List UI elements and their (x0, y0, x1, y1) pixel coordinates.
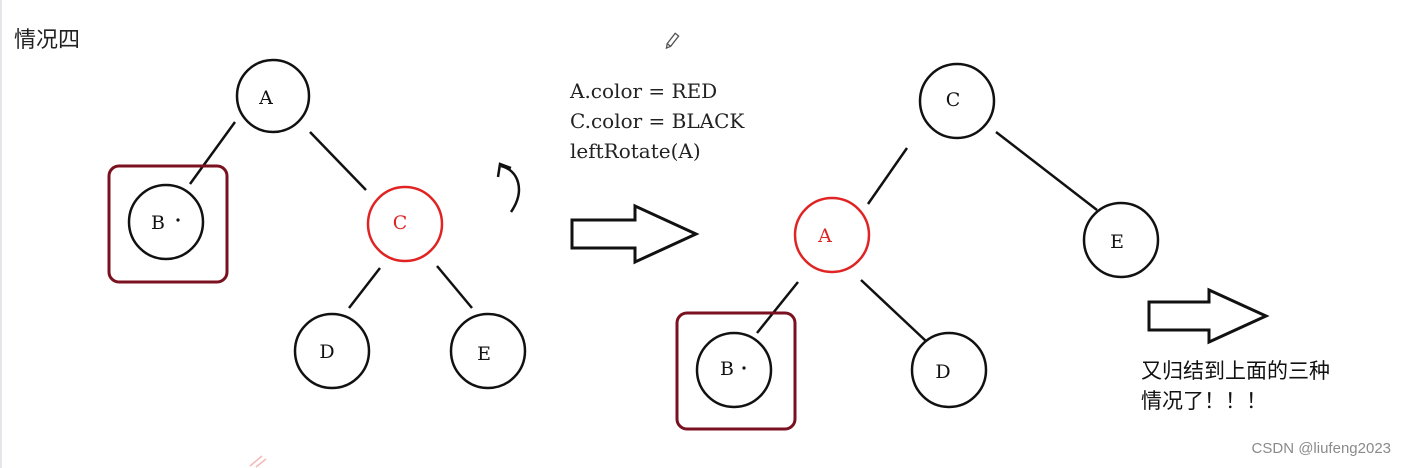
tree-node-b: B (127, 183, 205, 261)
code-line-recolor-a: A.color = RED (570, 79, 718, 103)
edge-c-e (436, 265, 473, 309)
code-line-recolor-c: C.color = BLACK (570, 109, 745, 133)
operation-code: A.color = RED C.color = BLACK leftRotate… (570, 76, 744, 166)
node-label-a: A (817, 225, 832, 247)
case-title: 情况四 (14, 28, 81, 53)
tree-node-c: C (918, 62, 996, 140)
node-label-e: E (477, 343, 491, 365)
edge-a-b (756, 281, 799, 334)
node-label-d: D (935, 361, 950, 383)
tree-node-a: A (235, 58, 311, 134)
node-marker-dot (176, 218, 180, 222)
tree-edges (188, 121, 473, 309)
tree-node-d: D (910, 331, 988, 409)
tree-edges (756, 131, 1098, 343)
code-line-left-rotate: leftRotate(A) (570, 139, 701, 163)
rotate-arrow-icon (496, 162, 521, 213)
tree-node-b: B (695, 331, 773, 409)
edge-a-b (188, 121, 237, 185)
tree-node-d: D (293, 312, 371, 390)
conclusion-line-2: 情况了！！！ (1141, 389, 1267, 413)
conclusion-line-1: 又归结到上面的三种 (1141, 359, 1330, 383)
tree-node-e: E (449, 312, 527, 390)
node-marker-dot (742, 366, 746, 370)
right-arrow-icon (570, 203, 700, 265)
watermark: CSDN @liufeng2023 (1251, 440, 1391, 457)
node-label-a: A (258, 87, 273, 109)
node-label-c: C (393, 212, 408, 234)
pencil-icon (665, 32, 680, 50)
scribble-mark (249, 455, 267, 468)
node-label-d: D (319, 341, 334, 363)
page-left-rule (0, 0, 2, 468)
node-label-b: B (720, 358, 734, 380)
edge-a-c (309, 131, 367, 191)
tree-after-rotation: C A E B D (675, 62, 1160, 431)
edge-c-d (348, 267, 381, 309)
edge-c-a (866, 147, 909, 205)
tree-before-rotation: A B C D E (107, 58, 527, 390)
highlight-box-b (107, 164, 229, 284)
edge-a-d (860, 279, 928, 343)
conclusion-arrow-icon (1147, 287, 1270, 345)
tree-node-e: E (1082, 201, 1160, 279)
node-label-b: B (151, 212, 165, 234)
edge-c-e (995, 131, 1098, 211)
highlight-box-b (675, 311, 797, 431)
node-label-c: C (946, 89, 961, 111)
tree-node-c: C (366, 185, 444, 263)
conclusion-note: 又归结到上面的三种 情况了！！！ (1141, 356, 1330, 416)
node-label-e: E (1110, 231, 1124, 253)
tree-node-a: A (793, 196, 871, 274)
